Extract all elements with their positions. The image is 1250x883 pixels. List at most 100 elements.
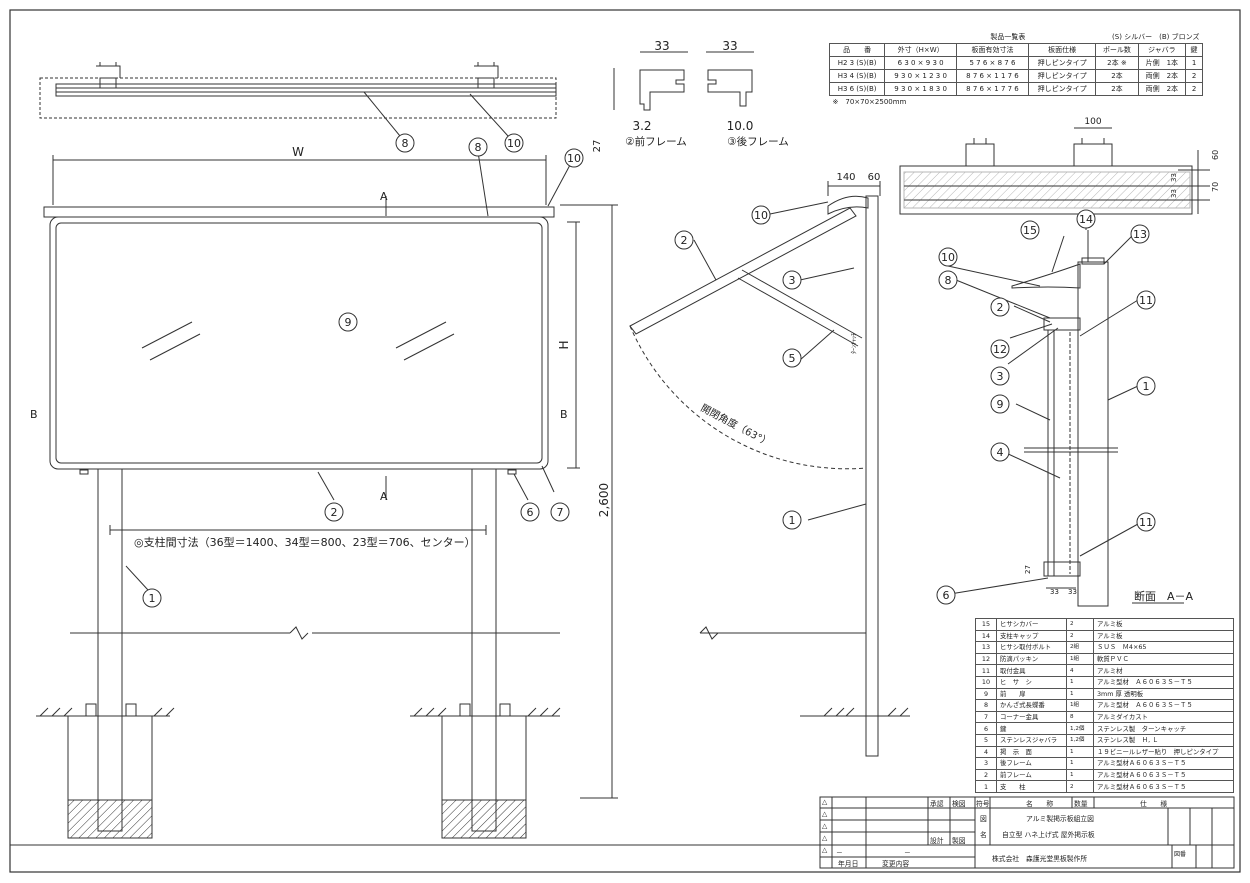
part-quantity: 4 — [1065, 664, 1094, 677]
canopy-dim-33b: 33 — [1170, 189, 1178, 198]
section-dim-33a: 33 — [1050, 588, 1059, 596]
sheet-border — [9, 9, 1241, 873]
table-cell: H3 6 (S)(B) — [828, 82, 886, 96]
part-quantity: 2 — [1065, 780, 1094, 793]
title-block-lines — [819, 796, 1235, 869]
part-number: 5 — [975, 733, 997, 747]
callout-label: 12 — [993, 343, 1007, 356]
part-quantity: 1組 — [1065, 699, 1094, 712]
part-name: ヒ サ シ — [996, 675, 1067, 689]
callout-label: 11 — [1139, 516, 1153, 529]
part-spec: アルミ型材Ａ６０６３Ｓ－Ｔ５ — [1092, 757, 1235, 770]
front-frame-dim: 3.2 — [632, 119, 651, 133]
w-dim-label: W — [292, 145, 304, 159]
part-number: 4 — [975, 745, 997, 759]
height-dim-label: 2,600 — [597, 483, 611, 517]
part-name: 防滴パッキン — [996, 652, 1067, 666]
section-callouts: 15 14 13 10 8 2 11 12 3 1 9 4 11 6 — [936, 209, 1156, 605]
header-cell: 外寸（H×W） — [884, 43, 958, 57]
callout-label: 8 — [945, 274, 952, 287]
part-number: 8 — [975, 699, 997, 712]
product-table-header: 品 番 外寸（H×W） 板面有効寸法 板面仕様 ポール数 ジャバラ 鍵 — [828, 43, 1203, 57]
table-cell: 8 7 6 × 1 1 7 6 — [956, 69, 1029, 83]
part-spec: アルミ型材 Ａ６０６３Ｓ－Ｔ５ — [1092, 699, 1235, 712]
part-number: 2 — [975, 768, 997, 782]
rear-frame-detail — [706, 51, 754, 107]
draft-label: 製図 — [952, 837, 966, 845]
drawing-name-1: アルミ製掲示板組立図 — [1026, 815, 1094, 823]
section-dim-27: 27 — [1024, 565, 1032, 574]
pole-spacing-note: ◎支柱間寸法（36型＝1400、34型＝800、23型＝706、センター） — [134, 535, 476, 549]
rear-frame-caption: ③後フレーム — [727, 135, 789, 148]
revision-mark: △ — [822, 810, 828, 818]
col-spec-label: 仕 様 — [1140, 800, 1168, 808]
callout-label: 3 — [997, 370, 1004, 383]
check-label: 検図 — [952, 800, 966, 808]
front-callouts: 8 10 9 2 6 7 1 — [142, 137, 584, 608]
title-block: △ △ △ △ △ － － 年月日 変更内容 承認 検図 設計 製図 符号 名 … — [820, 797, 1234, 868]
change-label: 変更内容 — [882, 860, 910, 868]
header-cell: ジャバラ — [1137, 43, 1187, 57]
part-quantity: 2 — [1065, 629, 1094, 643]
revision-mark: △ — [822, 822, 828, 830]
callout-label: 1 — [149, 592, 156, 605]
part-name: ステンレスジャバラ — [996, 733, 1067, 747]
rear-frame-dim: 10.0 — [727, 119, 754, 133]
date-label: 年月日 — [838, 860, 859, 868]
table-cell: 5 7 6 × 8 7 6 — [956, 56, 1029, 70]
front-frame-detail — [613, 51, 688, 111]
revision-dash: － — [904, 849, 911, 857]
callout-label: 11 — [1139, 294, 1153, 307]
header-cell: 品 番 — [828, 43, 886, 57]
side-dim-60: 60 — [868, 172, 881, 183]
part-quantity: 1,2個 — [1065, 733, 1094, 747]
part-spec: アルミ材 — [1092, 664, 1235, 677]
section-a-bottom: A — [380, 490, 388, 503]
table-row: H3 4 (S)(B) 9 3 0 × 1 2 3 0 8 7 6 × 1 1 … — [828, 69, 1203, 83]
revision-mark: △ — [822, 834, 828, 842]
product-table-title: 製品一覧表 — [990, 33, 1026, 41]
part-quantity: 8 — [1065, 710, 1094, 724]
section-a-top: A — [380, 190, 388, 203]
part-number: 1 — [975, 780, 997, 793]
product-table-footnote: ※ 70×70×2500mm — [832, 98, 907, 106]
table-cell: 6 3 0 × 9 3 0 — [884, 56, 958, 70]
table-cell: 2本 — [1095, 69, 1139, 83]
part-spec: 軟質ＰＶＣ — [1092, 652, 1235, 666]
header-cell: 鍵 — [1185, 43, 1203, 57]
part-spec: ＳＵＳ Ｍ4×65 — [1092, 641, 1235, 654]
callout-label: 8 — [475, 141, 482, 154]
approve-label: 承認 — [930, 800, 944, 808]
canopy-plan-detail — [899, 127, 1210, 215]
table-cell: 9 3 0 × 1 2 3 0 — [884, 69, 958, 83]
part-spec: １９ビニールレザー貼り 押しピンタイプ — [1092, 745, 1235, 759]
callout-label: 15 — [1023, 224, 1037, 237]
top-callouts: 8 10 — [395, 133, 524, 153]
front-frame-caption: ②前フレーム — [625, 135, 687, 148]
section-b-right: B — [560, 408, 568, 421]
table-cell: 両側 2本 — [1137, 69, 1187, 83]
table-cell: 2 — [1185, 69, 1203, 83]
part-number: 12 — [975, 652, 997, 666]
part-number: 11 — [975, 664, 997, 677]
table-cell: 2本 ※ — [1095, 56, 1139, 70]
callout-label: 9 — [345, 316, 352, 329]
drawing-name-2: 自立型 ハネ上げ式 屋外掲示板 — [1002, 831, 1095, 839]
side-callouts: 10 2 3 5 1 — [674, 205, 802, 530]
part-name: 支柱キャップ — [996, 629, 1067, 643]
part-quantity: 1 — [1065, 675, 1094, 689]
table-cell: 2 — [1185, 82, 1203, 96]
drawing-label-1: 図 — [980, 815, 987, 823]
table-cell: 1 — [1185, 56, 1203, 70]
table-row: H2 3 (S)(B) 6 3 0 × 9 3 0 5 7 6 × 8 7 6 … — [828, 56, 1203, 70]
